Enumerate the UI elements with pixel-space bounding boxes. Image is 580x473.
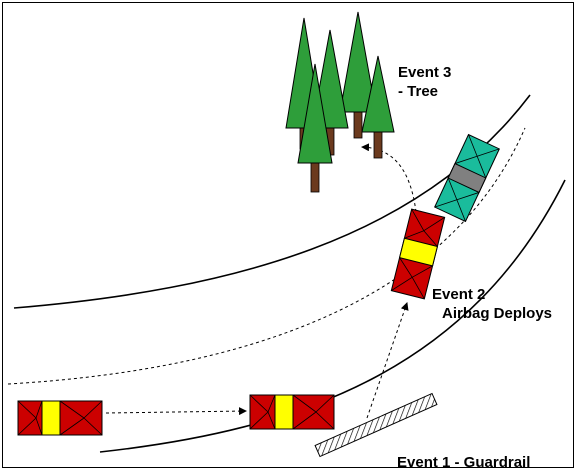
event-1-label: Event 1 - Guardrail bbox=[397, 454, 531, 471]
event-3-label: Event 3 - Tree bbox=[398, 63, 451, 101]
path-arrow-2 bbox=[366, 302, 409, 419]
other-vehicle bbox=[434, 133, 500, 223]
path-arrow-1 bbox=[105, 407, 247, 416]
car-guardrail bbox=[249, 394, 335, 430]
event-2-label: Event 2 Airbag Deploys bbox=[432, 285, 552, 323]
path-arrow-3 bbox=[361, 143, 417, 213]
event-3-desc: - Tree bbox=[398, 83, 439, 100]
road-centerline bbox=[7, 127, 526, 385]
event-2-title: Event 2 bbox=[432, 286, 486, 303]
event-3-title: Event 3 bbox=[398, 64, 452, 81]
tree-icon bbox=[297, 63, 333, 193]
tree-icon bbox=[339, 11, 377, 139]
guardrail bbox=[314, 392, 438, 458]
car-airbag bbox=[390, 208, 446, 300]
car-start bbox=[17, 400, 103, 436]
tree-icon bbox=[361, 55, 395, 159]
tree-cluster bbox=[285, 11, 395, 193]
diagram-frame bbox=[2, 2, 574, 468]
event-2-desc: Airbag Deploys bbox=[442, 305, 553, 322]
road-edge-inner bbox=[99, 179, 566, 453]
